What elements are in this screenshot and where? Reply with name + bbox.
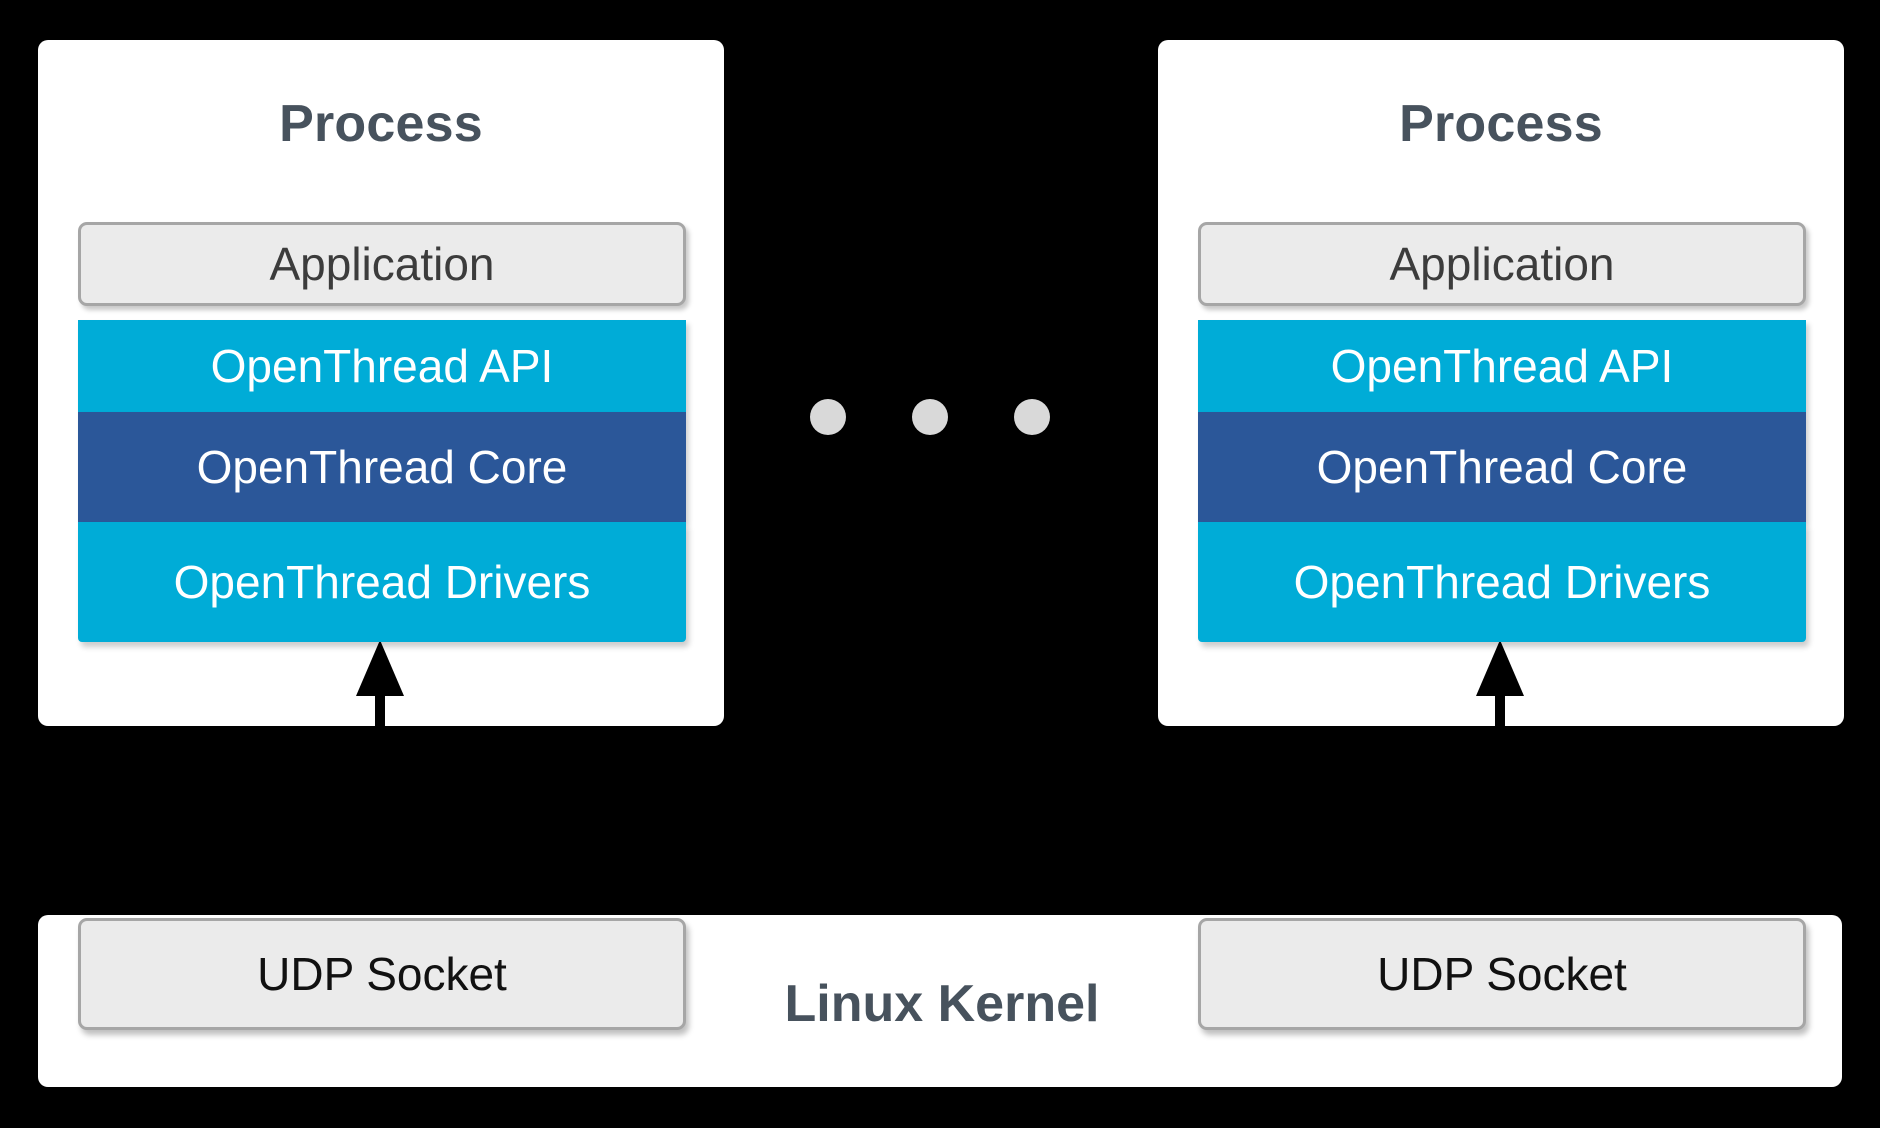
layer-openthread-api-left: OpenThread API — [78, 320, 686, 412]
ellipsis-dot-icon — [1014, 399, 1050, 435]
layer-label: OpenThread API — [1330, 340, 1674, 392]
connector-arrow-right — [1472, 640, 1528, 925]
layer-label: OpenThread API — [210, 340, 554, 392]
layer-openthread-core-left: OpenThread Core — [78, 412, 686, 522]
process-title: Process — [1399, 95, 1603, 153]
layer-openthread-drivers-right: OpenThread Drivers — [1198, 522, 1806, 642]
ellipsis-dot-icon — [912, 399, 948, 435]
ellipsis-dot-icon — [810, 399, 846, 435]
layer-openthread-api-right: OpenThread API — [1198, 320, 1806, 412]
udp-socket-label: UDP Socket — [1377, 948, 1627, 1000]
udp-socket-label: UDP Socket — [257, 948, 507, 1000]
udp-socket-box-right: UDP Socket — [1198, 918, 1806, 1030]
layer-openthread-core-right: OpenThread Core — [1198, 412, 1806, 522]
udp-socket-box-left: UDP Socket — [78, 918, 686, 1030]
layer-label: OpenThread Drivers — [173, 556, 591, 608]
layer-label: Application — [269, 238, 495, 290]
connector-arrow-left — [352, 640, 408, 925]
layer-application-right: Application — [1198, 222, 1806, 306]
kernel-title: Linux Kernel — [784, 975, 1100, 1033]
layer-application-left: Application — [78, 222, 686, 306]
layer-label: OpenThread Core — [196, 441, 568, 493]
layer-openthread-drivers-left: OpenThread Drivers — [78, 522, 686, 642]
process-title: Process — [279, 95, 483, 153]
layer-label: OpenThread Drivers — [1293, 556, 1711, 608]
layer-label: OpenThread Core — [1316, 441, 1688, 493]
ellipsis-dots — [810, 399, 1050, 435]
layer-label: Application — [1389, 238, 1615, 290]
